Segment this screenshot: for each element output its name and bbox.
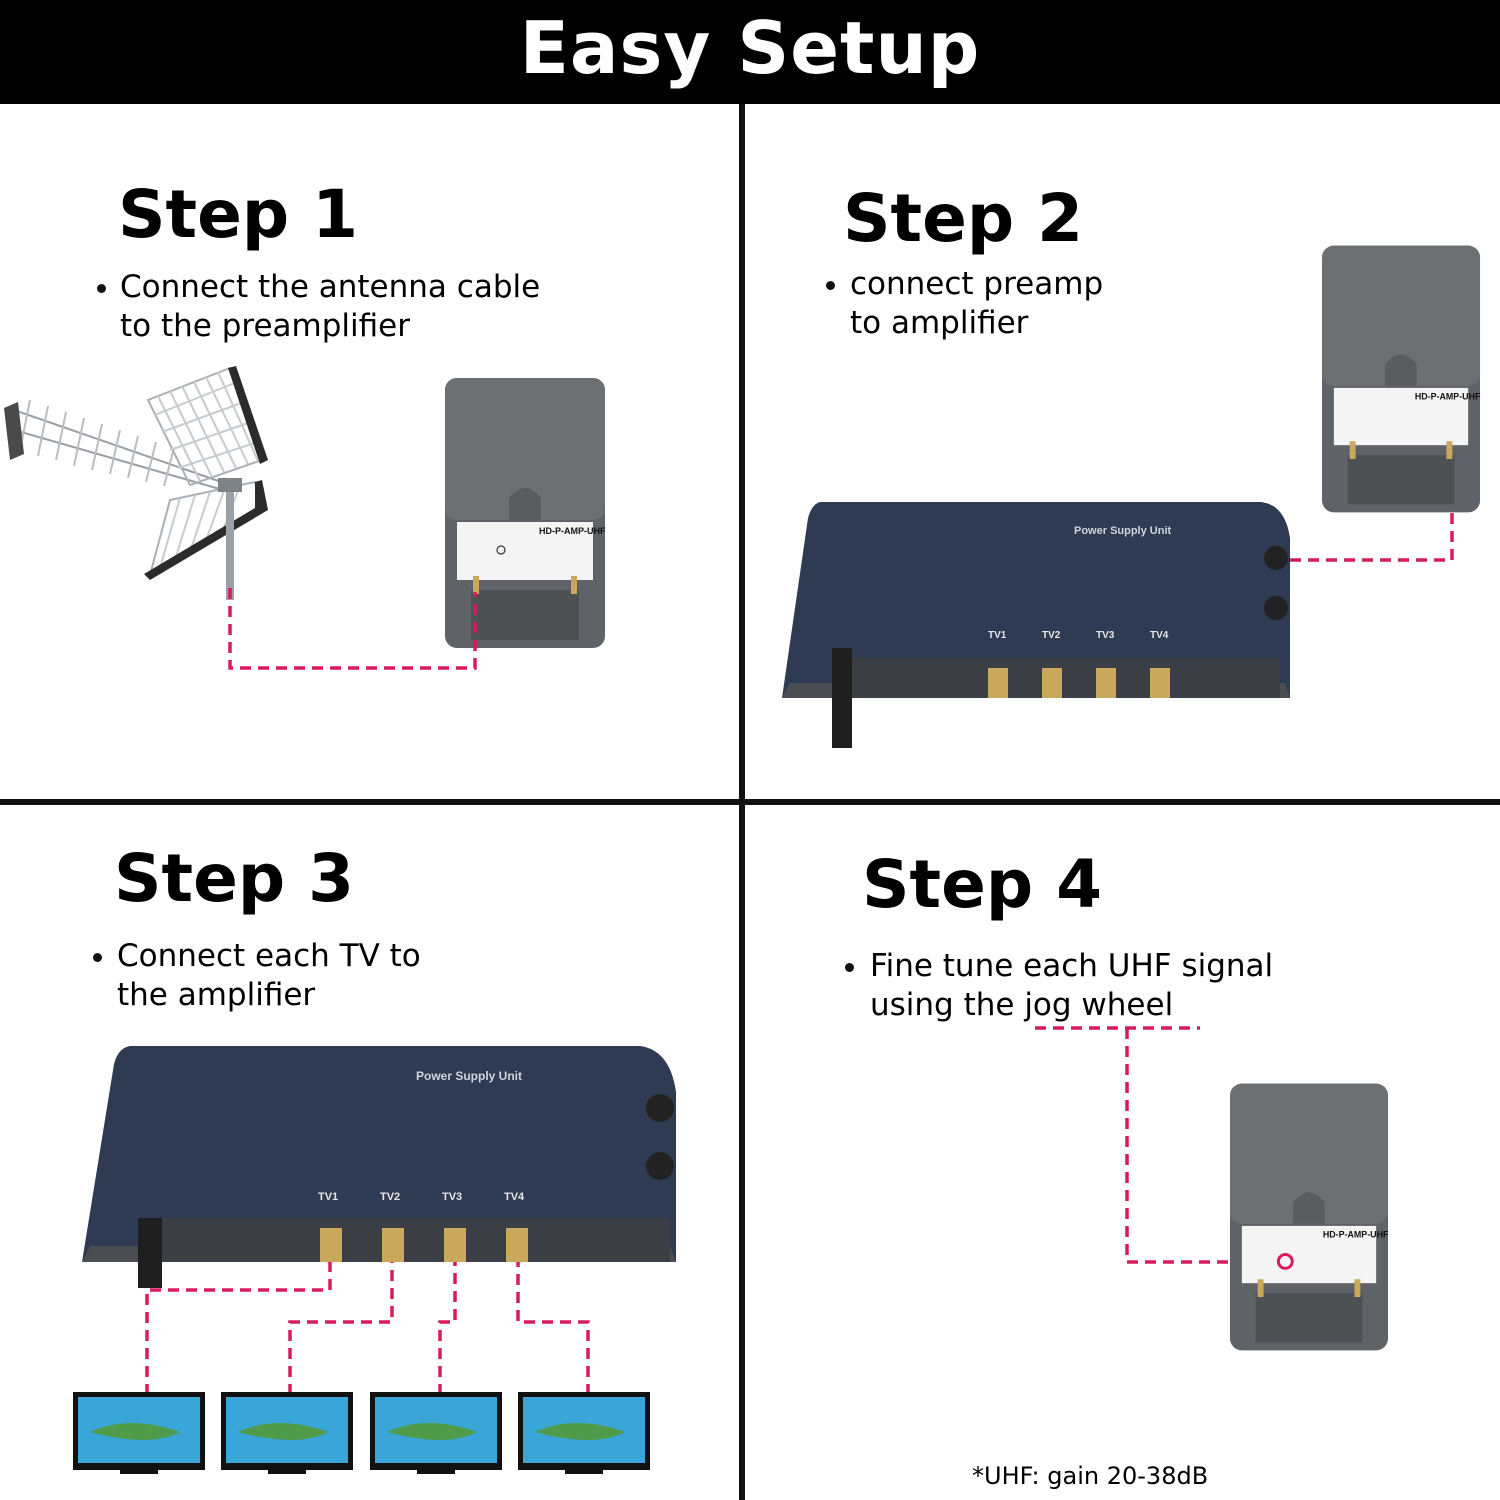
- step-3-title: Step 3: [114, 840, 354, 917]
- step-1-cable-line: [228, 588, 477, 670]
- step-2-text: connect preamp to amplifier: [850, 265, 1103, 343]
- amp-2-port-tv2: TV2: [1042, 630, 1061, 641]
- amp-2-port-tv1: TV1: [988, 630, 1007, 641]
- header-bar: Easy Setup: [0, 0, 1500, 104]
- tv-row: [73, 1392, 650, 1474]
- step-4-pointer-line: [1125, 1028, 1275, 1264]
- amp-port-tv2: TV2: [380, 1191, 400, 1203]
- amp-port-tv4: TV4: [504, 1191, 525, 1203]
- step-4-line-1: Fine tune each UHF signal: [870, 948, 1274, 984]
- preamp-model-label: HD-P-AMP-UHF: [539, 526, 606, 536]
- step-3-line-2: the amplifier: [117, 977, 316, 1013]
- step-4-title: Step 4: [862, 846, 1102, 923]
- amp-label: Power Supply Unit: [416, 1069, 522, 1083]
- step-3-text: Connect each TV to the amplifier: [117, 937, 421, 1015]
- preamplifier-step-4-icon: HD-P-AMP-UHF: [1230, 1083, 1389, 1351]
- step-4-bullet: [845, 963, 854, 972]
- preamp-2-model-label: HD-P-AMP-UHF: [1415, 392, 1481, 402]
- step-3-cable-tv4: [516, 1254, 590, 1395]
- amplifier-icon: Power Supply Unit TV1 TV2 TV3 TV4: [82, 1046, 676, 1288]
- step-2-line-2: to amplifier: [850, 305, 1029, 341]
- step-2-title: Step 2: [843, 180, 1083, 257]
- amplifier-step-2-icon: Power Supply Unit TV1 TV2 TV3 TV4: [782, 502, 1290, 748]
- footnote: *UHF: gain 20-38dB: [972, 1462, 1209, 1490]
- preamplifier-icon: HD-P-AMP-UHF: [445, 378, 606, 648]
- step-3-cable-tv2: [288, 1254, 394, 1395]
- tv-4-icon: [518, 1392, 650, 1474]
- tv-2-icon: [221, 1392, 353, 1474]
- preamp-4-model-label: HD-P-AMP-UHF: [1323, 1230, 1389, 1240]
- horizontal-divider: [0, 799, 1500, 805]
- amp-2-port-tv4: TV4: [1150, 630, 1169, 641]
- tv-1-icon: [73, 1392, 205, 1474]
- step-3-bullet: [93, 953, 102, 962]
- step-2-line-1: connect preamp: [850, 266, 1104, 302]
- step-1-bullet: [97, 284, 106, 293]
- step-4-text: Fine tune each UHF signal using the jog …: [870, 947, 1273, 1025]
- amp-2-port-tv3: TV3: [1096, 630, 1115, 641]
- amp-port-tv3: TV3: [442, 1191, 462, 1203]
- step-1-text: Connect the antenna cable to the preampl…: [120, 268, 540, 346]
- step-4-line-2: using the jog wheel: [870, 987, 1174, 1023]
- jog-wheel-icon: [1276, 1253, 1294, 1270]
- step-3-cable-tv3: [438, 1254, 457, 1395]
- page-title: Easy Setup: [519, 6, 981, 90]
- step-1-title: Step 1: [118, 176, 358, 253]
- preamplifier-step-2-icon: HD-P-AMP-UHF: [1322, 245, 1481, 513]
- step-3-cable-tv1: [145, 1252, 332, 1395]
- tv-3-icon: [370, 1392, 502, 1474]
- amp-2-label: Power Supply Unit: [1074, 525, 1172, 537]
- antenna-icon: [4, 366, 268, 600]
- step-1-line-2: to the preamplifier: [120, 308, 410, 344]
- step-1-line-1: Connect the antenna cable: [120, 269, 541, 305]
- step-3-line-1: Connect each TV to: [117, 938, 421, 974]
- amp-port-tv1: TV1: [318, 1191, 338, 1203]
- step-2-bullet: [826, 281, 835, 290]
